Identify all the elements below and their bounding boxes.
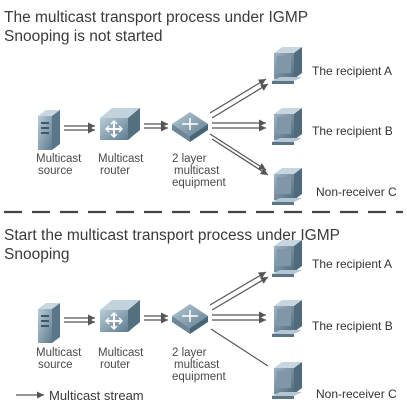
bottom-multicast-switch-icon xyxy=(171,303,209,335)
bottom-link-switch-c xyxy=(210,328,269,367)
bottom-multicast-source-icon xyxy=(38,303,60,343)
bottom-recipient-b-icon xyxy=(272,300,302,337)
top-title-line2: Snooping is not started xyxy=(4,28,163,45)
bottom-arrow-switch-a xyxy=(209,271,267,306)
top-multicast-switch-icon xyxy=(171,111,209,143)
legend-label: Multicast stream xyxy=(49,388,144,403)
bottom-stream-arrows xyxy=(64,271,269,367)
bottom-arrow-switch-a-2 xyxy=(211,276,269,311)
top-router-label: Multicast router xyxy=(98,153,147,177)
bottom-recipient-a-label: The recipient A xyxy=(312,257,392,271)
top-arrow-switch-a-2 xyxy=(211,83,269,119)
top-arrow-switch-c xyxy=(209,133,267,171)
top-recipient-a-label: The recipient A xyxy=(312,64,392,78)
top-multicast-source-icon xyxy=(38,110,60,150)
bottom-switch-label: 2 layer multicast equipment xyxy=(172,347,227,383)
bottom-multicast-router-icon xyxy=(99,299,141,333)
bottom-recipient-b-label: The recipient B xyxy=(312,319,393,333)
top-recipient-b-icon xyxy=(272,108,302,145)
top-arrow-switch-c-2 xyxy=(211,138,269,176)
bottom-router-label: Multicast router xyxy=(98,347,147,371)
bottom-recipient-a-icon xyxy=(272,240,302,277)
top-source-label: Multicast source xyxy=(36,153,85,177)
bottom-non-receiver-c-icon xyxy=(272,362,302,399)
top-recipient-b-label: The recipient B xyxy=(312,124,393,138)
top-title-line1: The multicast transport process under IG… xyxy=(4,9,308,26)
bottom-title-line2: Snooping xyxy=(4,246,70,263)
bottom-non-receiver-c-label: Non-receiver C xyxy=(316,387,397,401)
bottom-source-label: Multicast source xyxy=(36,347,85,371)
bottom-title-line1: Start the multicast transport process un… xyxy=(4,227,340,244)
top-recipient-a-icon xyxy=(272,47,302,84)
top-non-receiver-c-icon xyxy=(272,168,302,205)
top-switch-label: 2 layer multicast equipment xyxy=(172,153,227,189)
top-stream-arrows xyxy=(64,78,269,176)
top-non-receiver-c-label: Non-receiver C xyxy=(316,185,397,199)
top-multicast-router-icon xyxy=(99,107,141,141)
top-arrow-switch-a xyxy=(209,78,267,114)
